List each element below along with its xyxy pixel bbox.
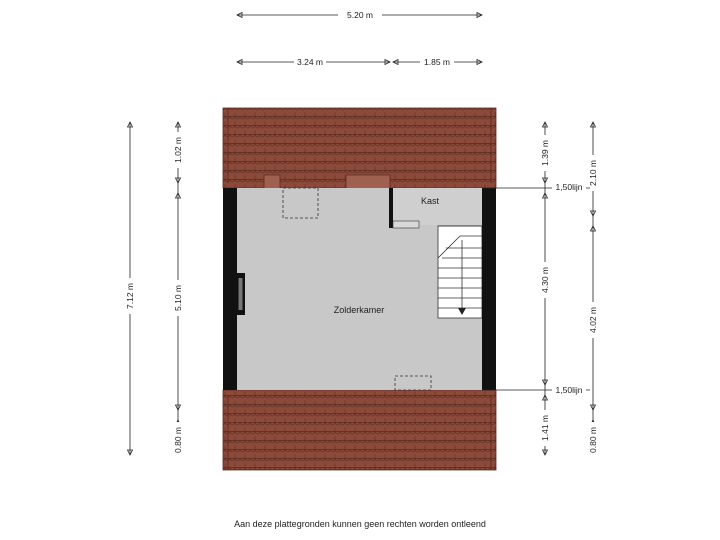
roof-window-bottom xyxy=(394,375,432,391)
disclaimer-text: Aan deze plattegronden kunnen geen recht… xyxy=(234,519,486,529)
stair-arrow-icon xyxy=(458,308,466,315)
dim-label-right-inner-top: 1.39 m xyxy=(540,140,550,166)
dim-label-right-outer-top: 2.10 m xyxy=(588,160,598,186)
dim-label-left-middle: 5.10 m xyxy=(173,285,183,311)
closet-wall-vertical xyxy=(389,188,393,228)
roof-ridge-bottom xyxy=(227,395,492,470)
window-left-glass xyxy=(238,278,243,310)
wall-left xyxy=(223,188,237,390)
height-label-top: 1,50lijn xyxy=(556,182,583,192)
room-label-kast: Kast xyxy=(421,196,440,206)
dim-label-left-total: 7.12 m xyxy=(125,283,135,309)
wall-right xyxy=(482,188,496,390)
height-label-bottom: 1,50lijn xyxy=(556,385,583,395)
staircase xyxy=(437,225,483,319)
dormer-roof-right xyxy=(345,174,391,188)
roof-ridge-top xyxy=(227,108,492,183)
dim-label-top-left: 3.24 m xyxy=(297,57,323,67)
room-label-zolderkamer: Zolderkamer xyxy=(334,305,385,315)
dim-label-left-bottom: 0.80 m xyxy=(173,427,183,453)
roof-bottom xyxy=(222,389,497,471)
dim-label-right-outer-bottom: 0.80 m xyxy=(588,427,598,453)
dim-label-right-inner-bottom: 1.41 m xyxy=(540,415,550,441)
roof-window-top xyxy=(282,187,319,219)
dim-label-right-outer-middle: 4.02 m xyxy=(588,307,598,333)
dim-label-right-inner-middle: 4.30 m xyxy=(540,267,550,293)
closet-door-frame xyxy=(392,220,420,229)
closet-floor xyxy=(393,188,482,225)
dormer-roof-left xyxy=(263,174,281,188)
dim-label-left-top: 1.02 m xyxy=(173,137,183,163)
dim-label-top-right: 1.85 m xyxy=(424,57,450,67)
dim-label-top-total: 5.20 m xyxy=(347,10,373,20)
